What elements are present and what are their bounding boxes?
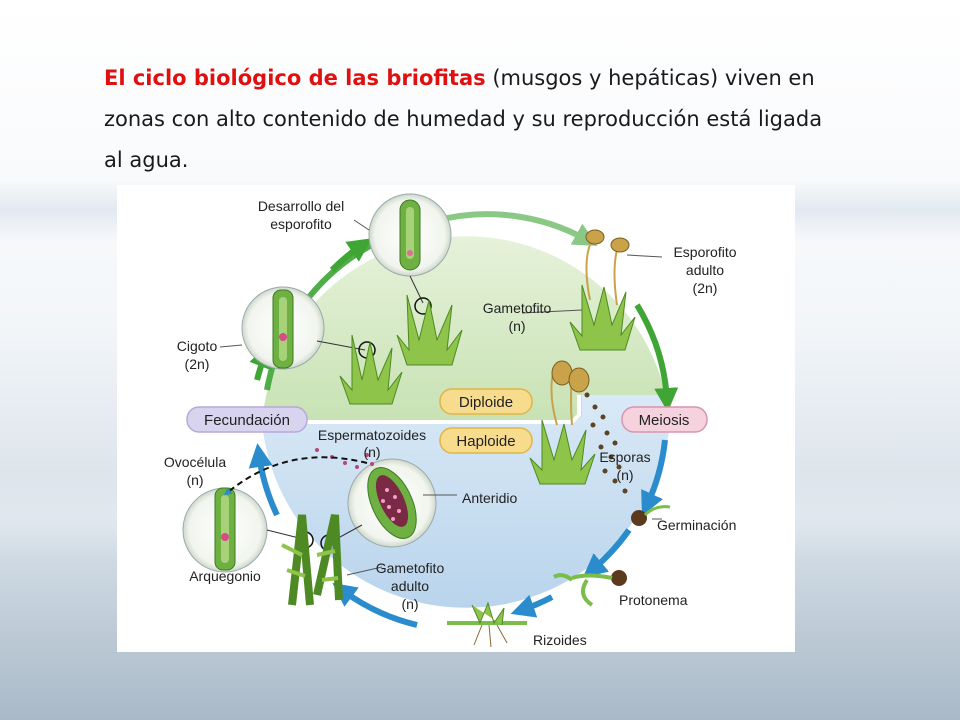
label-gam-adulto-3: (n) bbox=[401, 596, 418, 612]
esporofito-adulto-moss bbox=[569, 229, 636, 351]
meiosis-label: Meiosis bbox=[639, 412, 690, 429]
sperm-path-dashed bbox=[223, 456, 368, 496]
label-gametofito-2: (n) bbox=[508, 318, 525, 334]
cycle-arrow-haploid bbox=[332, 582, 418, 628]
label-protonema: Protonema bbox=[619, 592, 688, 608]
label-esporofito-3: (2n) bbox=[693, 280, 718, 296]
slide-text-line3: al agua. bbox=[104, 148, 189, 172]
diploide-pill: Diploide bbox=[439, 388, 533, 415]
haploide-pill: Haploide bbox=[439, 427, 533, 454]
haploide-label: Haploide bbox=[456, 433, 515, 450]
label-anteridio: Anteridio bbox=[462, 490, 517, 506]
meiosis-moss bbox=[529, 360, 596, 485]
rizoides-plantlet bbox=[447, 601, 527, 648]
slide-title-highlight: El ciclo biológico de las briofitas bbox=[104, 66, 486, 90]
zoom-esporofito-desarrollo bbox=[368, 193, 452, 315]
label-esporofito-1: Esporofito bbox=[673, 244, 736, 260]
bryophyte-life-cycle-diagram: Fecundación Meiosis Diploide Haploide bbox=[117, 185, 795, 652]
label-gam-adulto-2: adulto bbox=[391, 578, 429, 594]
leader-lines bbox=[219, 219, 663, 576]
label-ovocelula-2: (n) bbox=[186, 472, 203, 488]
protonema-filament bbox=[552, 570, 627, 607]
cycle-arrow-haploid bbox=[582, 528, 632, 578]
gametofito-adulto-moss bbox=[281, 514, 343, 606]
cycle-arrow-diploid bbox=[434, 211, 598, 246]
cycle-arrow-diploid bbox=[329, 238, 372, 273]
cycle-arrow-haploid bbox=[641, 439, 668, 516]
cycle-arrow-diploid bbox=[634, 303, 679, 412]
slide-text-rest: (musgos y hepáticas) viven en bbox=[485, 66, 815, 90]
cycle-arrow-haploid bbox=[248, 443, 280, 517]
spores-dots bbox=[584, 392, 628, 494]
label-cigoto-2: (2n) bbox=[185, 356, 210, 372]
zoom-anteridio bbox=[320, 458, 437, 552]
label-desarrollo-1: Desarrollo del bbox=[258, 198, 344, 214]
label-esporas-1: Esporas bbox=[599, 449, 650, 465]
label-desarrollo-2: esporofito bbox=[270, 216, 332, 232]
label-gam-adulto-1: Gametofito bbox=[376, 560, 445, 576]
germination-spore bbox=[631, 505, 671, 526]
label-esperm-2: (n) bbox=[363, 444, 380, 460]
label-esporas-2: (n) bbox=[616, 467, 633, 483]
slide-body-text: El ciclo biológico de las briofitas (mus… bbox=[104, 58, 864, 181]
label-cigoto-1: Cigoto bbox=[177, 338, 218, 354]
cycle-arrow-haploid bbox=[510, 594, 554, 618]
life-cycle-svg: Fecundación Meiosis Diploide Haploide bbox=[164, 193, 737, 648]
meiosis-pill: Meiosis bbox=[621, 406, 708, 433]
label-arquegonio: Arquegonio bbox=[189, 568, 261, 584]
gametofito-moss bbox=[396, 294, 463, 366]
label-esporofito-2: adulto bbox=[686, 262, 724, 278]
gametofito-moss bbox=[339, 334, 403, 405]
fecundacion-label: Fecundación bbox=[204, 412, 290, 429]
label-germinacion: Germinación bbox=[657, 517, 736, 533]
fecundacion-pill: Fecundación bbox=[186, 406, 308, 433]
label-esperm-1: Espermatozoides bbox=[318, 427, 426, 443]
zoom-cigoto bbox=[241, 286, 376, 370]
label-ovocelula-1: Ovocélula bbox=[164, 454, 226, 470]
zone-divider bbox=[262, 395, 581, 424]
label-gametofito-1: Gametofito bbox=[483, 300, 552, 316]
label-rizoides: Rizoides bbox=[533, 632, 587, 648]
slide-text-line2: zonas con alto contenido de humedad y su… bbox=[104, 107, 823, 131]
diploide-label: Diploide bbox=[459, 394, 513, 411]
